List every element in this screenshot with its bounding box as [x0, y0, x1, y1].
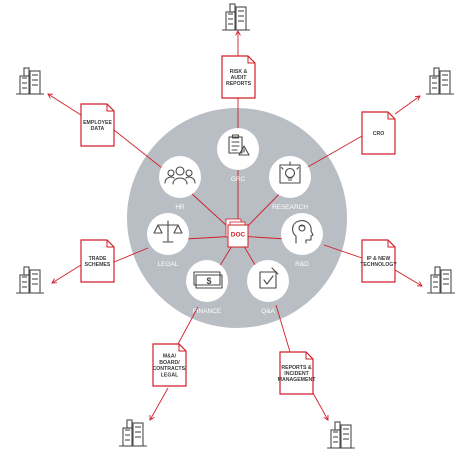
- document-label: TECHNOLOGY: [360, 262, 397, 268]
- node-circle: [186, 260, 228, 302]
- building-icon: [427, 266, 455, 294]
- department-label: Q&A: [261, 308, 275, 315]
- people-group-icon: [164, 166, 196, 185]
- department-node: HR: [159, 156, 201, 211]
- building-icon: [119, 419, 147, 447]
- arrow-head: [149, 414, 155, 421]
- building-icon: [327, 421, 355, 449]
- connector-line: [323, 244, 363, 259]
- document-icon: [227, 224, 249, 248]
- arrow-line: [394, 269, 423, 287]
- building-icons: [16, 3, 455, 449]
- building-icon: [426, 67, 454, 95]
- arrow-head: [51, 278, 58, 284]
- building-icon: [16, 67, 44, 95]
- department-label: GRC: [231, 176, 246, 183]
- document-label: EMPLOYEE: [83, 120, 112, 126]
- document-icon: [152, 343, 187, 387]
- arrow-line: [149, 387, 169, 421]
- document-label: LEGAL: [161, 372, 179, 378]
- node-circle: [217, 128, 259, 170]
- document-label: SCHEMES: [85, 262, 111, 268]
- document-label: BOARD/: [159, 360, 180, 366]
- department-node: R&D: [281, 213, 323, 268]
- document-card: M&A/BOARD/CONTRACTS/LEGAL: [152, 343, 187, 387]
- document-label: TRADE: [89, 256, 107, 262]
- department-label: FINANCE: [193, 308, 222, 315]
- department-label: R&D: [295, 261, 309, 268]
- lightbulb-icon: [279, 161, 301, 184]
- department-node: LEGAL: [147, 213, 189, 268]
- document-label: DATA: [91, 126, 105, 132]
- department-node: Q&A: [247, 260, 289, 315]
- arrow-head: [416, 281, 423, 287]
- document-icon: [361, 239, 396, 283]
- svg-text:$: $: [206, 276, 211, 286]
- document-label: INCIDENT: [284, 371, 309, 377]
- document-label: M&A/: [163, 354, 177, 360]
- node-circle: [281, 213, 323, 255]
- connector-line: [113, 129, 163, 169]
- document-card: CRO: [361, 111, 396, 155]
- building-icon: [222, 3, 250, 31]
- department-label: RESEARCH: [272, 204, 308, 211]
- document-label: REPORTS: [226, 81, 252, 87]
- department-node: RESEARCH: [269, 156, 311, 211]
- arrow-head: [47, 93, 54, 99]
- document-icon: [80, 239, 115, 283]
- department-node: GRC: [217, 128, 259, 183]
- connector-line: [177, 306, 199, 345]
- arrow-head: [323, 414, 329, 421]
- department-nodes: GRC RESEARCH R&D Q&A $ FINANCE LEGAL HR: [147, 128, 323, 315]
- document-label: MANAGEMENT: [278, 377, 317, 383]
- connector-line: [305, 135, 363, 169]
- central-document: DOC: [225, 218, 249, 248]
- connector-line: [113, 247, 149, 263]
- document-label: RISK &: [230, 69, 248, 75]
- department-node: $ FINANCE: [186, 260, 228, 315]
- center-label: DOC: [231, 232, 246, 239]
- document-icon: [361, 111, 396, 155]
- document-icon: [221, 55, 256, 99]
- document-label: IP & NEW: [367, 256, 391, 262]
- document-icon: [80, 103, 115, 147]
- document-label: CONTRACTS/: [152, 366, 187, 372]
- scales-icon: [153, 220, 183, 243]
- node-circle: [247, 260, 289, 302]
- arrow-line: [47, 93, 82, 116]
- building-arrows: [47, 30, 423, 421]
- arrow-line: [51, 264, 82, 284]
- document-label: AUDIT: [231, 75, 248, 81]
- building-icon: [16, 266, 44, 294]
- department-label: HR: [175, 204, 185, 211]
- arrow-line: [312, 392, 329, 421]
- connector-line: [275, 304, 291, 353]
- arrow-head: [414, 95, 421, 101]
- clipboard-warning-icon: [228, 134, 250, 156]
- document-label: REPORTS &: [281, 365, 312, 371]
- document-connectors: [113, 98, 363, 353]
- document-icon: [279, 351, 314, 395]
- checkbox-icon: [259, 267, 279, 289]
- document-label: CRO: [373, 131, 385, 137]
- banknotes-icon: $: [193, 271, 223, 289]
- arrow-line: [394, 95, 421, 115]
- node-circle: [159, 156, 201, 198]
- department-label: LEGAL: [158, 261, 179, 268]
- arrow-head: [235, 30, 241, 36]
- head-brain-icon: [292, 220, 314, 244]
